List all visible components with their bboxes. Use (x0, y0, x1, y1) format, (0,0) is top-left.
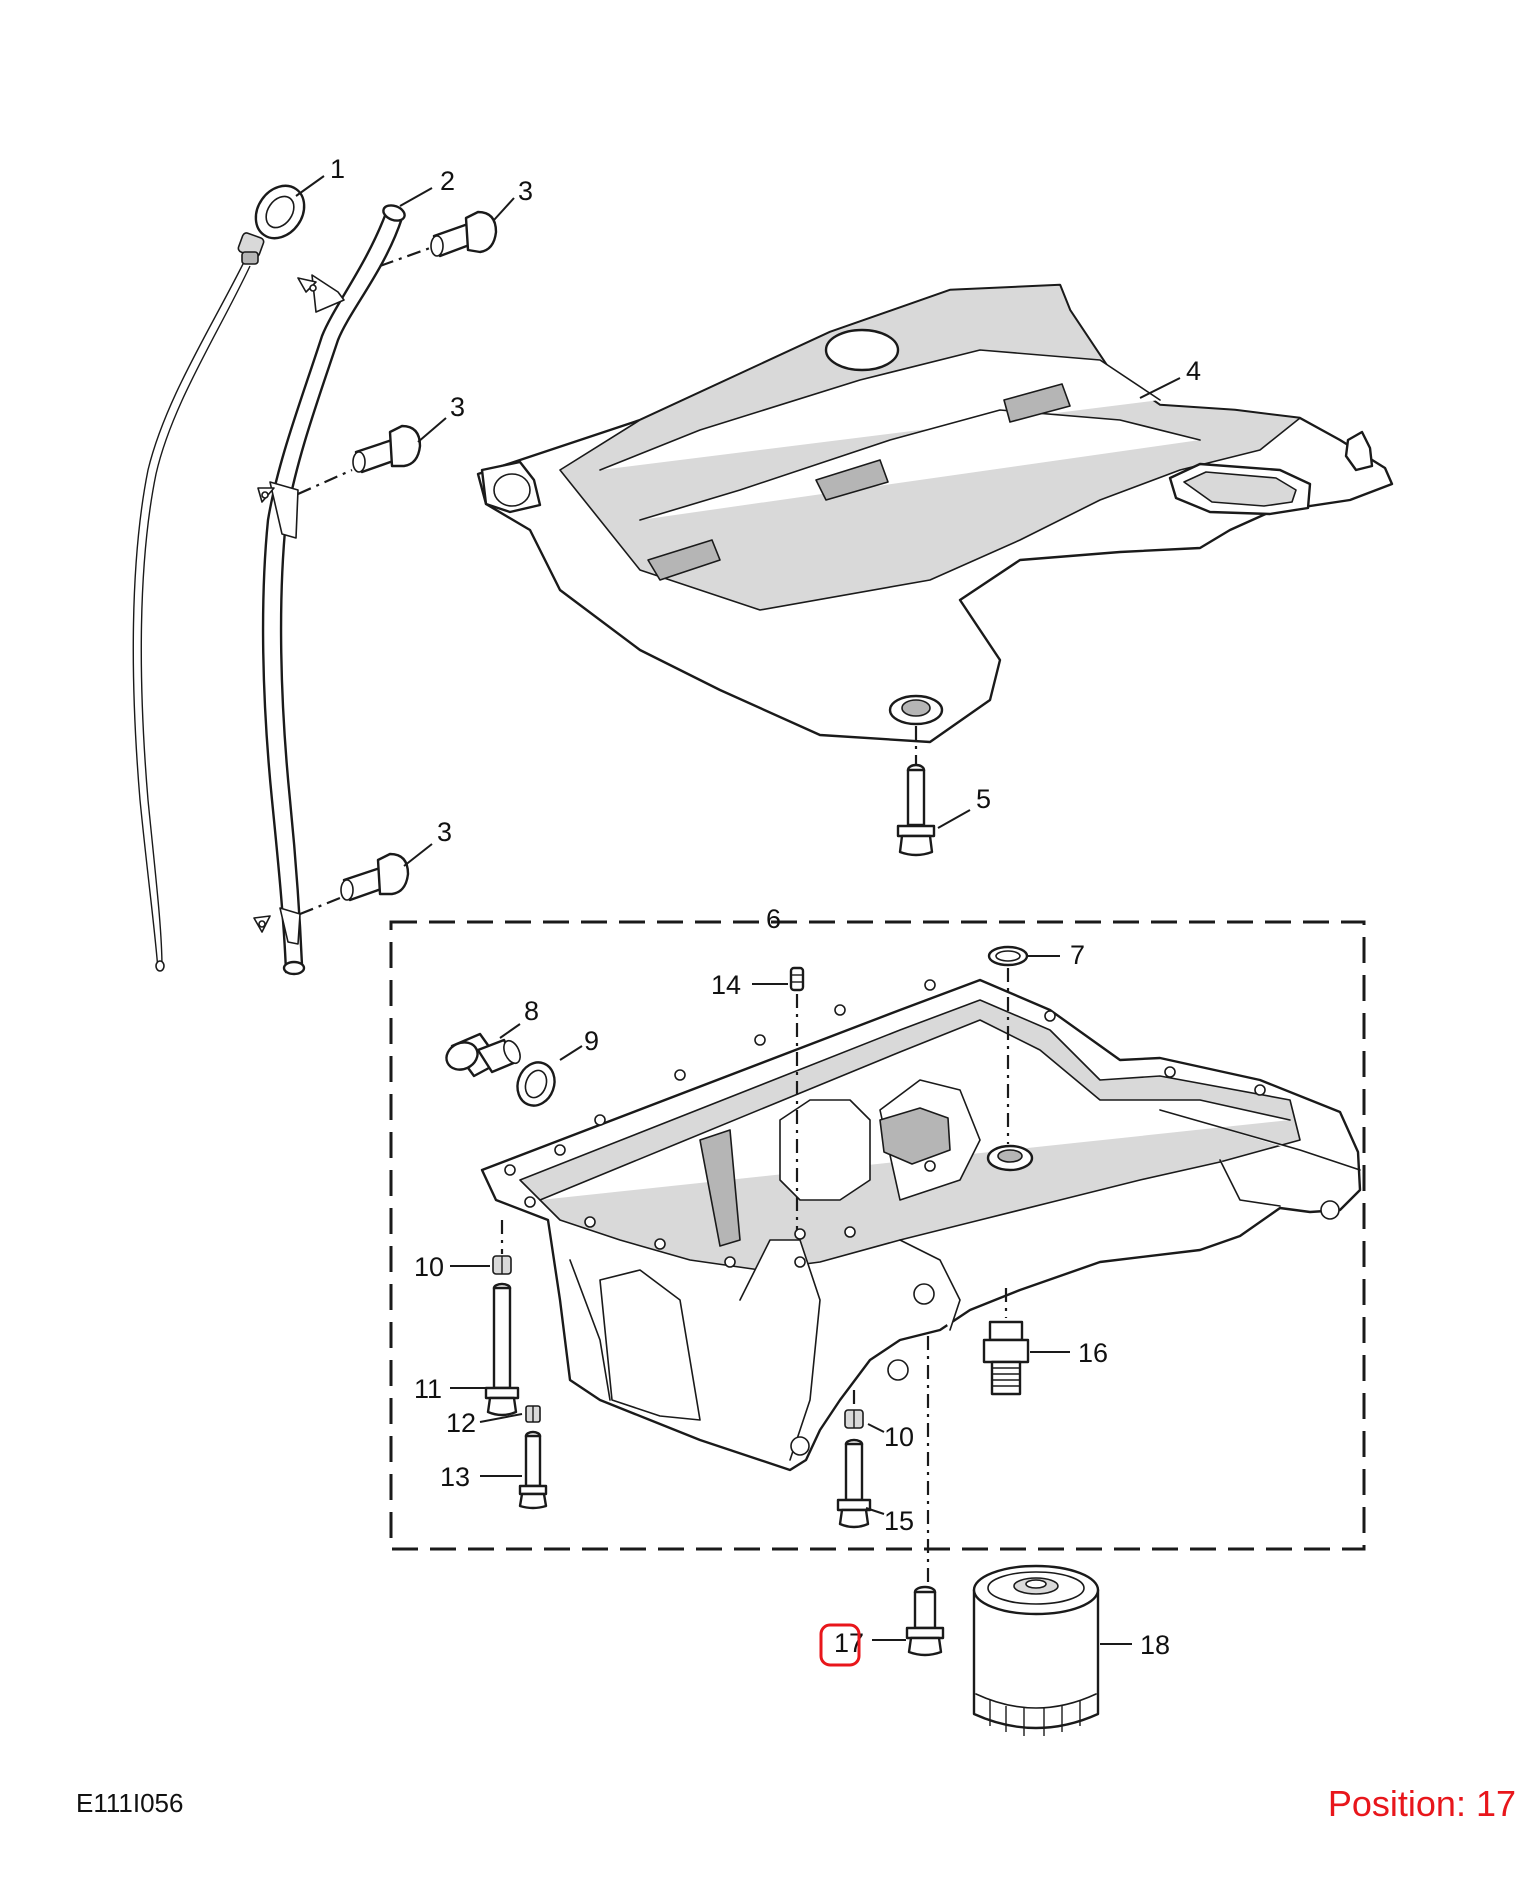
position-label: Position: 17 (1328, 1783, 1516, 1824)
callout-numbers: 1 2 3 3 3 4 5 6 7 8 9 10 11 12 13 14 10 … (330, 154, 1201, 1660)
callout-3-top: 3 (518, 176, 533, 206)
dipstick[interactable] (132, 176, 314, 972)
bolt-5[interactable] (896, 726, 936, 857)
callout-10-left: 10 (414, 1252, 444, 1282)
bolt-3-middle[interactable] (297, 424, 422, 496)
callout-3-middle: 3 (450, 392, 465, 422)
callout-6: 6 (766, 904, 781, 934)
callout-1: 1 (330, 154, 345, 184)
oil-filter-adapter-16[interactable] (982, 1288, 1030, 1396)
oil-pan[interactable] (480, 978, 1362, 1472)
callout-16: 16 (1078, 1338, 1108, 1368)
callout-5: 5 (976, 784, 991, 814)
windage-tray[interactable] (476, 283, 1394, 744)
drain-plug-8[interactable] (442, 1032, 523, 1078)
oil-filter-18[interactable] (972, 1564, 1100, 1736)
bolt-3-top[interactable] (379, 210, 498, 268)
bolt-11[interactable] (484, 1282, 520, 1417)
callout-2: 2 (440, 166, 455, 196)
callout-4: 4 (1186, 356, 1201, 386)
callout-13: 13 (440, 1462, 470, 1492)
dowel-pin-14[interactable] (789, 966, 805, 1230)
callout-7: 7 (1070, 940, 1085, 970)
figure-code: E111I056 (76, 1788, 183, 1818)
dipstick-tube[interactable] (253, 203, 407, 976)
callout-11: 11 (414, 1374, 442, 1404)
leader-lines (295, 175, 1181, 1645)
callout-10-right: 10 (884, 1422, 914, 1452)
callout-3-bottom: 3 (437, 817, 452, 847)
callout-9: 9 (584, 1026, 599, 1056)
nut-10-left[interactable] (492, 1220, 512, 1275)
nut-10-right[interactable] (844, 1390, 864, 1429)
bolt-17[interactable] (905, 1585, 945, 1657)
bolt-15[interactable] (836, 1438, 872, 1529)
bolt-3-bottom[interactable] (299, 852, 410, 916)
callout-8: 8 (524, 996, 539, 1026)
highlight-callout-17[interactable] (819, 1623, 861, 1667)
callout-12: 12 (446, 1408, 476, 1438)
callout-18: 18 (1140, 1630, 1170, 1660)
seal-ring-7[interactable] (987, 945, 1029, 1144)
sealing-washer-9[interactable] (512, 1057, 561, 1111)
callout-14: 14 (711, 970, 741, 1000)
bolt-13[interactable] (518, 1430, 548, 1510)
callout-15: 15 (884, 1506, 914, 1536)
nut-12[interactable] (525, 1405, 541, 1423)
